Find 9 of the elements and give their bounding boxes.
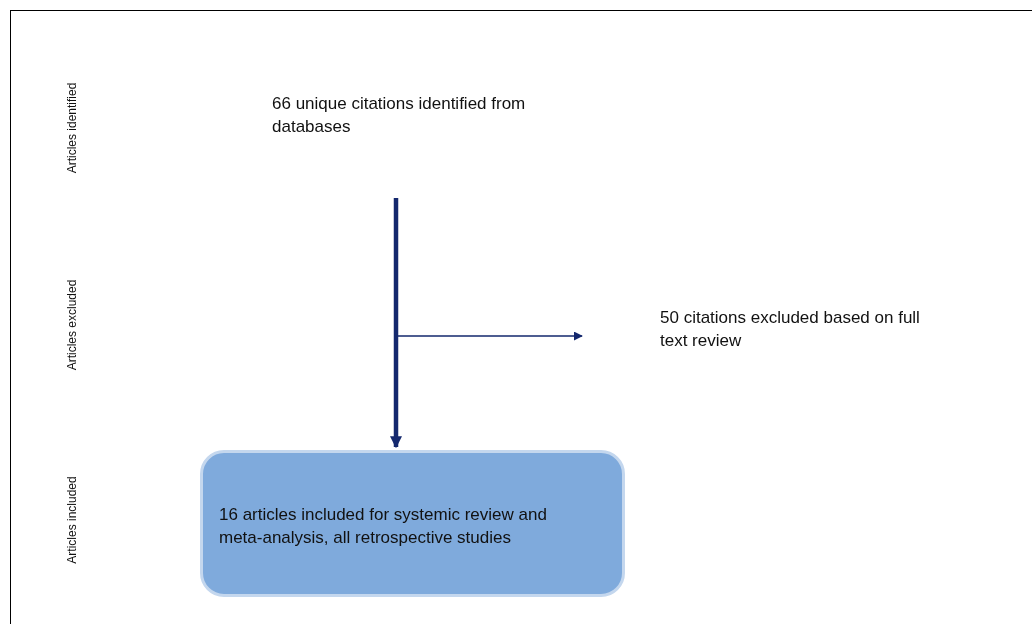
arrow xyxy=(395,197,583,341)
stage-label: Articles excluded xyxy=(65,279,79,371)
stage-label: Articles included xyxy=(65,476,79,564)
node-text: 50 citations excluded based on full text review xyxy=(660,307,921,352)
node-text: 66 unique citations identified from databases xyxy=(272,93,527,138)
stage-label: Articles identified xyxy=(65,82,79,174)
arrow xyxy=(390,198,402,449)
box-text: 16 articles included for systemic review and meta-analysis, all retrospective studies xyxy=(219,504,548,549)
rounded-box xyxy=(200,450,625,597)
